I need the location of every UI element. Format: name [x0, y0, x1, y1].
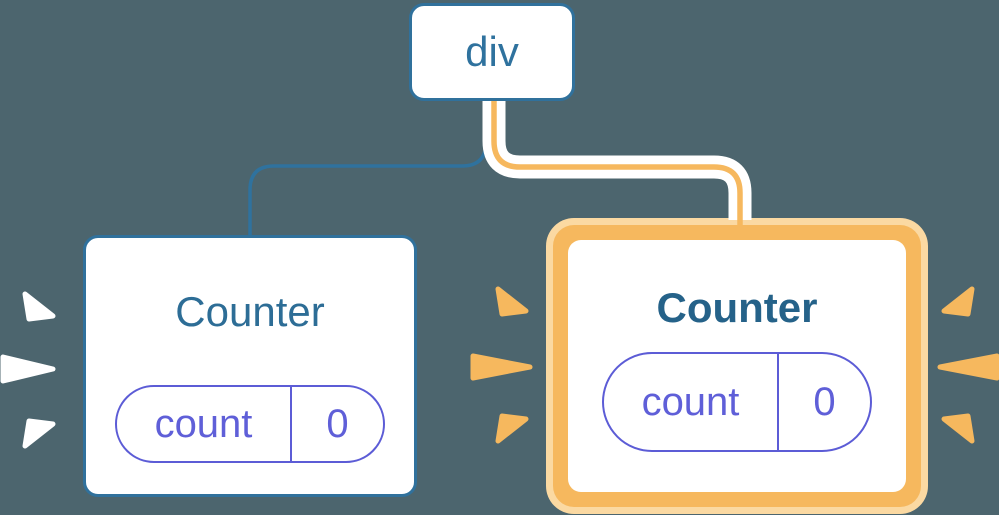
spark-icon	[941, 286, 975, 317]
counter-title: Counter	[656, 284, 818, 331]
edge-div-to-right-counter	[491, 99, 743, 234]
spark-icon	[470, 353, 533, 381]
counter-card-left: Counter count 0	[83, 235, 417, 497]
spark-icon	[495, 286, 529, 317]
spark-group-middle	[470, 286, 533, 444]
edge-div-to-right-counter-casing	[482, 99, 752, 220]
spark-icon	[0, 354, 56, 384]
state-key: count	[117, 387, 292, 461]
state-pill: count 0	[115, 385, 385, 463]
spark-icon	[937, 353, 999, 381]
spark-group-left	[0, 291, 56, 449]
state-pill: count 0	[602, 352, 872, 452]
state-value: 0	[813, 379, 836, 424]
counter-card-right: Counter count 0	[568, 240, 906, 492]
edge-div-to-left-counter	[248, 99, 488, 237]
counter-card-right-highlight-glow: Counter count 0	[546, 218, 928, 514]
spark-group-right	[937, 286, 999, 444]
counter-title: Counter	[175, 288, 325, 335]
spark-icon	[22, 418, 56, 449]
tree-node-div: div	[409, 3, 575, 101]
state-key: count	[604, 354, 779, 450]
state-value: 0	[326, 401, 349, 446]
counter-card-right-highlight-ring: Counter count 0	[553, 225, 921, 507]
spark-icon	[495, 413, 529, 444]
tree-node-div-label: div	[465, 28, 519, 75]
spark-icon	[941, 413, 975, 444]
spark-icon	[22, 291, 56, 322]
